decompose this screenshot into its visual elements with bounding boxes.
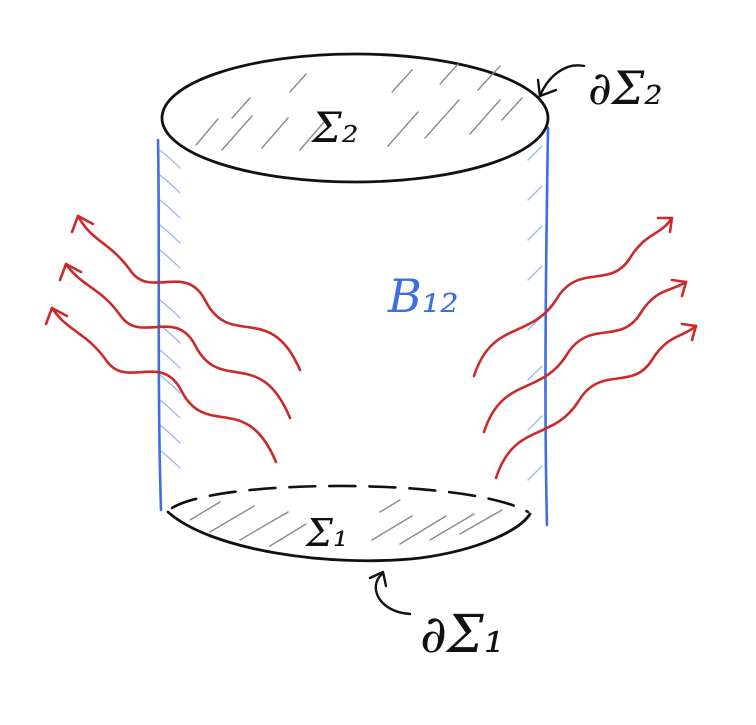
sigma1-label: Σ₁ xyxy=(304,511,348,555)
boundary1-label: ∂Σ₁ xyxy=(420,605,505,665)
left-wall xyxy=(156,138,163,512)
sigma2-label: Σ₂ xyxy=(310,103,359,152)
bulk-label: B₁₂ xyxy=(387,269,459,323)
boundary2-label: ∂Σ₂ xyxy=(588,61,663,115)
left-wall-hatching xyxy=(159,149,181,469)
bottom-surface-back-rim xyxy=(170,484,530,514)
boundary2-arrow xyxy=(536,64,586,98)
right-wall-hatching xyxy=(527,145,543,481)
radiation-arrows-left xyxy=(44,214,302,464)
bottom-surface-hatching xyxy=(189,499,503,547)
bottom-surface-front-rim xyxy=(166,510,532,563)
top-surface xyxy=(160,52,550,184)
radiation-arrows-right xyxy=(472,216,698,480)
boundary1-arrow xyxy=(368,570,412,616)
top-surface-hatching xyxy=(195,63,523,151)
right-wall xyxy=(544,126,550,527)
